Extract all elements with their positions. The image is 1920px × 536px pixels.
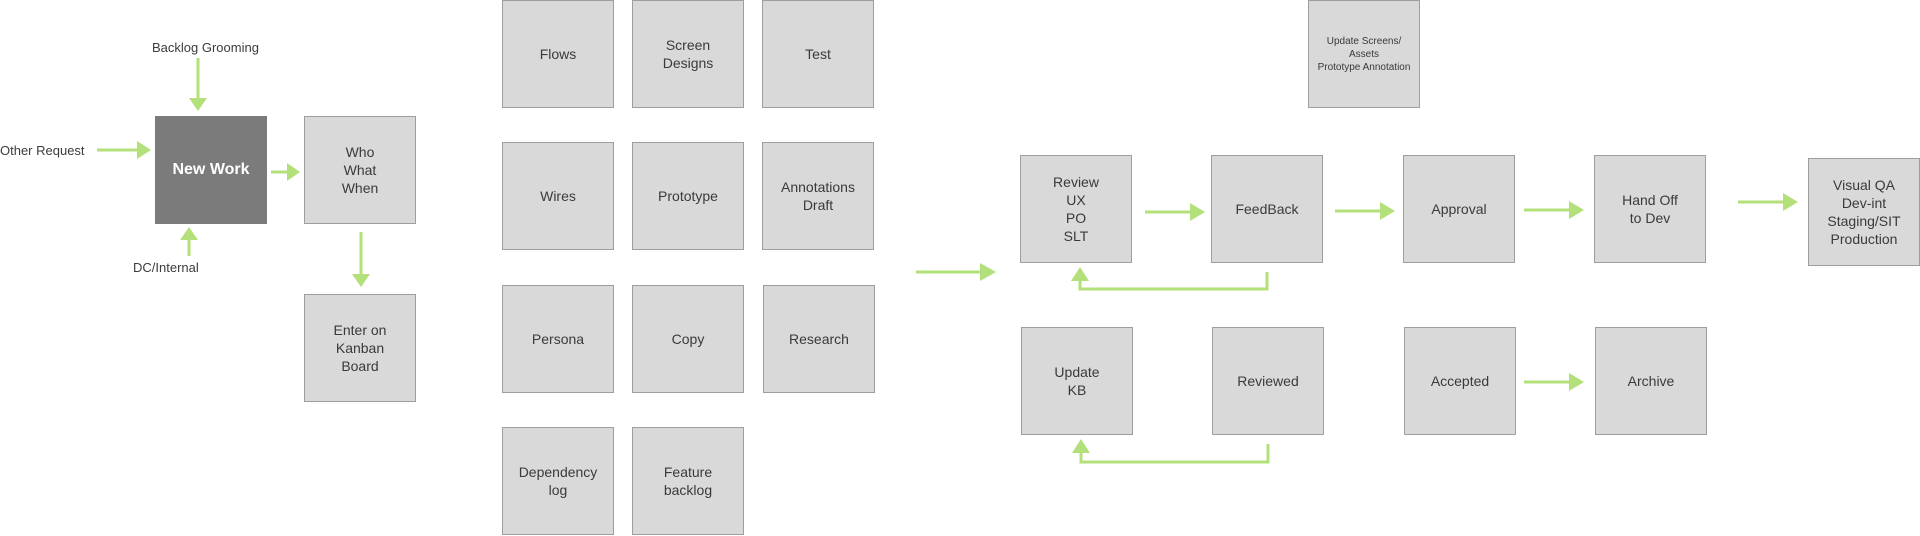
update-screens-box: Update Screens/ Assets Prototype Annotat… bbox=[1308, 0, 1420, 108]
hand-off-box: Hand Off to Dev bbox=[1594, 155, 1706, 263]
wires-box: Wires bbox=[502, 142, 614, 250]
prototype-box: Prototype bbox=[632, 142, 744, 250]
copy-box: Copy bbox=[632, 285, 744, 393]
enter-kanban-box: Enter on Kanban Board bbox=[304, 294, 416, 402]
arrow-reviewed-loop-to-update-kb bbox=[1079, 444, 1270, 464]
other-request-label: Other Request bbox=[0, 143, 85, 158]
who-what-when-box: Who What When bbox=[304, 116, 416, 224]
annotations-draft-box: Annotations Draft bbox=[762, 142, 874, 250]
arrow-feedback-loop-to-review bbox=[1078, 272, 1269, 291]
review-box: Review UX PO SLT bbox=[1020, 155, 1132, 263]
research-box: Research bbox=[763, 285, 875, 393]
screen-designs-box: Screen Designs bbox=[632, 0, 744, 108]
archive-box: Archive bbox=[1595, 327, 1707, 435]
feature-backlog-box: Feature backlog bbox=[632, 427, 744, 535]
test-box: Test bbox=[762, 0, 874, 108]
feedback-box: FeedBack bbox=[1211, 155, 1323, 263]
dc-internal-label: DC/Internal bbox=[133, 260, 199, 275]
flows-box: Flows bbox=[502, 0, 614, 108]
dependency-log-box: Dependency log bbox=[502, 427, 614, 535]
approval-box: Approval bbox=[1403, 155, 1515, 263]
reviewed-box: Reviewed bbox=[1212, 327, 1324, 435]
accepted-box: Accepted bbox=[1404, 327, 1516, 435]
backlog-grooming-label: Backlog Grooming bbox=[152, 40, 259, 55]
persona-box: Persona bbox=[502, 285, 614, 393]
update-kb-box: Update KB bbox=[1021, 327, 1133, 435]
new-work-box: New Work bbox=[155, 116, 267, 224]
